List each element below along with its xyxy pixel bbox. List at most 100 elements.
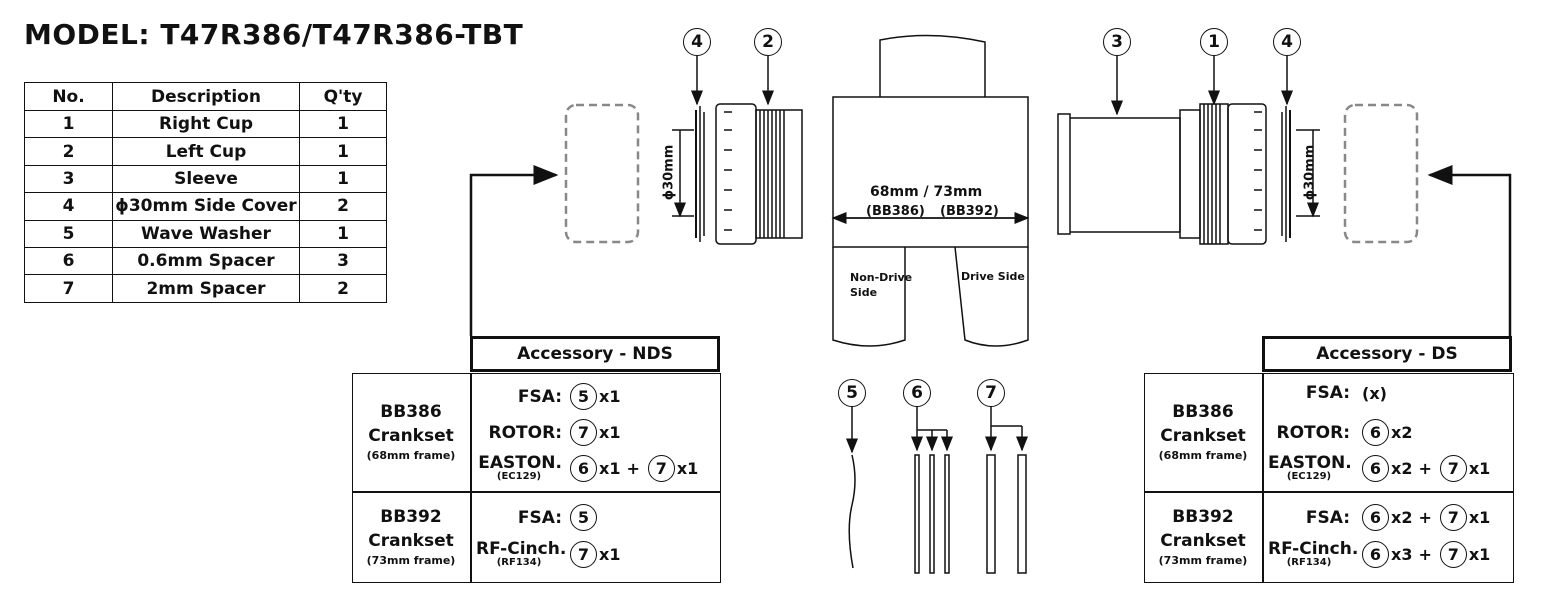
brand-label: RF-Cinch. <box>476 539 567 559</box>
diameter-label-left: ϕ30mm <box>661 144 677 201</box>
qty-label: x1 <box>1468 508 1491 527</box>
crank-name: BB392 <box>1172 507 1234 527</box>
part-circle: 5 <box>570 504 597 531</box>
row-qty: 2 <box>299 274 387 303</box>
spacer-2mm-drawing <box>985 406 1028 574</box>
accessory-ds-column-divider <box>1262 373 1264 583</box>
crank-type: Crankset <box>1160 531 1246 551</box>
brand-model: (RF134) <box>496 557 542 568</box>
sleeve-and-right-cup-drawing <box>1057 103 1267 245</box>
qty-label: x1 <box>1468 544 1491 564</box>
brand-block: RF-Cinch. (RF134) <box>1268 539 1359 568</box>
accessory-nds-row-divider <box>352 491 721 493</box>
part-circle: 7 <box>570 419 597 446</box>
accessory-ds-title: Accessory - DS <box>1262 336 1512 372</box>
non-drive-side-label: Non-Drive Side <box>850 270 912 300</box>
brand-label: FSA: <box>1305 507 1350 528</box>
crank-name: BB392 <box>380 507 442 527</box>
crank-type: Crankset <box>1160 426 1246 446</box>
part-circle: 6 <box>1362 540 1389 568</box>
side-cover-right <box>1281 106 1291 242</box>
callout-left-cup: 2 <box>754 28 782 56</box>
ds-accessory-placeholder <box>1343 103 1419 244</box>
nds-row-easton-bb386: EASTON. (EC129) 6 x1 + 7 x1 <box>476 454 716 482</box>
row-qty: 3 <box>299 246 387 276</box>
bb386-label: (BB386) <box>866 204 925 219</box>
row-no: 4 <box>24 192 113 221</box>
diameter-dimension-left <box>672 129 694 218</box>
ds-connector-line <box>1427 165 1512 336</box>
diameter-label-right: ϕ30mm <box>1302 144 1318 201</box>
accessory-nds-title: Accessory - NDS <box>470 336 720 372</box>
ds-bb386-crankset: BB386 Crankset (68mm frame) <box>1144 400 1262 464</box>
nds-row-rotor-bb386: ROTOR: 7 x1 <box>476 419 716 446</box>
qty-label: x1 <box>599 423 621 442</box>
qty-label: x3 <box>1391 544 1413 564</box>
part-circle: 7 <box>570 540 597 568</box>
part-circle: 6 <box>1362 504 1389 531</box>
ds-row-fsa-bb386: FSA: (x) <box>1268 383 1508 403</box>
callout-spacer-2mm: 7 <box>977 379 1005 407</box>
row-no: 7 <box>24 274 113 303</box>
brand-block: EASTON. (EC129) <box>1268 453 1352 482</box>
brand-label: FSA: <box>517 507 562 528</box>
qty-label: x2 <box>1391 508 1413 527</box>
callout-right-cup: 1 <box>1200 28 1228 56</box>
plus-sign: + <box>1418 458 1432 478</box>
brand-label: EASTON. <box>1268 453 1352 473</box>
wave-washer-drawing <box>848 454 856 569</box>
brand-label: RF-Cinch. <box>1268 539 1359 559</box>
brand-label: FSA: <box>1305 383 1350 403</box>
row-description: Wave Washer <box>112 219 300 248</box>
brand-model: (EC129) <box>1286 471 1332 482</box>
accessory-ds-row-divider <box>1144 491 1514 493</box>
nds-row-fsa-bb392: FSA: 5 <box>476 504 716 531</box>
brand-label: FSA: <box>517 386 562 407</box>
qty-label: x1 <box>676 458 699 478</box>
brand-model: (EC129) <box>496 471 542 482</box>
callout-sleeve: 3 <box>1103 28 1131 56</box>
callout-side-cover-right: 4 <box>1273 28 1301 56</box>
crank-frame: (73mm frame) <box>366 554 456 567</box>
brand-label: EASTON. <box>478 453 562 473</box>
part-circle: 6 <box>1362 454 1389 482</box>
ds-row-easton-bb386: EASTON. (EC129) 6 x2 + 7 x1 <box>1268 454 1508 482</box>
qty-label: (x) <box>1362 383 1387 403</box>
crank-type: Crankset <box>368 531 454 551</box>
non-drive-side-line1: Non-Drive <box>850 271 913 284</box>
accessory-nds-column-divider <box>470 373 472 583</box>
ds-row-rfcinch-bb392: RF-Cinch. (RF134) 6 x3 + 7 x1 <box>1268 540 1508 568</box>
row-description: 2mm Spacer <box>112 274 300 303</box>
side-cover-left <box>695 106 705 242</box>
header-description: Description <box>112 82 300 111</box>
row-no: 3 <box>24 164 113 194</box>
crank-frame: (68mm frame) <box>366 449 456 462</box>
part-circle: 7 <box>647 454 675 482</box>
frame-shell-drawing <box>831 34 1030 347</box>
row-qty: 2 <box>299 192 387 221</box>
callout-spacer-06mm: 6 <box>903 379 931 407</box>
part-circle: 6 <box>570 454 597 482</box>
left-cup-drawing <box>715 103 803 245</box>
plus-sign: + <box>1418 508 1432 527</box>
qty-label: x1 <box>599 458 621 478</box>
qty-label: x1 <box>599 544 621 564</box>
brand-model: (RF134) <box>1286 557 1332 568</box>
non-drive-side-line2: Side <box>850 286 878 299</box>
diameter-dimension-right <box>1296 129 1320 218</box>
part-circle: 6 <box>1362 419 1389 446</box>
qty-label: x2 <box>1391 458 1413 478</box>
callout-side-cover-left: 4 <box>683 28 711 56</box>
nds-bb392-crankset: BB392 Crankset (73mm frame) <box>352 505 470 569</box>
qty-label: x1 <box>1468 458 1491 478</box>
crank-frame: (68mm frame) <box>1158 449 1248 462</box>
ds-row-rotor-bb386: ROTOR: 6 x2 <box>1268 419 1508 446</box>
row-no: 2 <box>24 137 113 166</box>
page-title: MODEL: T47R386/T47R386-TBT <box>24 18 524 51</box>
crank-frame: (73mm frame) <box>1158 554 1248 567</box>
shell-width-label: 68mm / 73mm <box>870 184 983 200</box>
crank-name: BB386 <box>380 402 442 422</box>
